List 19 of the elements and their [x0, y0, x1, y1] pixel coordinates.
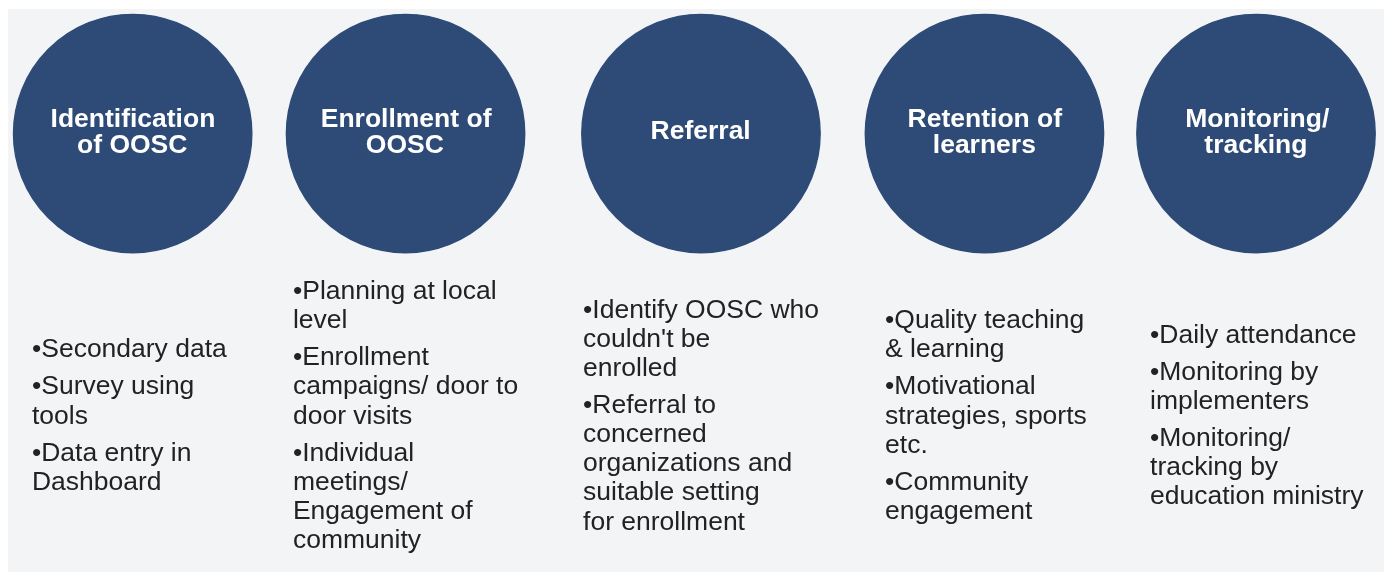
node-label: •Community engagement: [885, 465, 1033, 526]
node-circle: Monitoring/ tracking: [1136, 13, 1376, 254]
node-circle: Retention of learners: [864, 13, 1105, 254]
node-label: •Individual meetings/ Engagement of community: [292, 436, 473, 555]
node-label: •Monitoring by implementers: [1150, 355, 1319, 416]
node-label: •Planning at local level: [292, 275, 497, 335]
node-label: •Enrollment campaigns/ door to door visits: [292, 341, 519, 430]
node-circle: Referral: [581, 13, 821, 254]
node-label: •Data entry in Dashboard: [31, 436, 192, 496]
node-label: •Secondary data: [31, 333, 227, 364]
node-circle: Identification of OOSC: [12, 13, 253, 254]
node-label: •Identify OOSC who couldn't be enrolled: [583, 293, 820, 382]
node-label: •Daily attendance: [1150, 318, 1357, 349]
node-label: •Monitoring/ tracking by education ministry: [1150, 422, 1364, 511]
node-circle: Enrollment of OOSC: [285, 13, 526, 254]
node-label: •Referral to concerned organizations and suitable setting for enrollment: [583, 389, 793, 536]
node-label: •Motivational strategies, sports etc.: [885, 370, 1087, 459]
node-label: •Quality teaching & learning: [885, 304, 1085, 364]
node-label: •Survey using tools: [31, 370, 195, 430]
